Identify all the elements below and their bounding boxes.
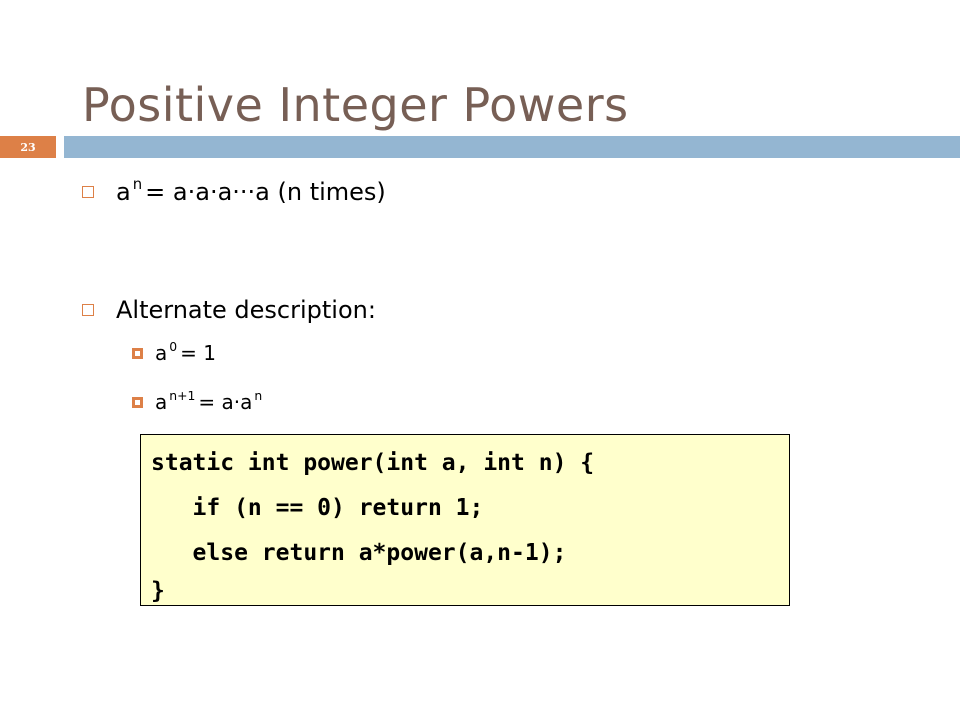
framed-square-icon: [132, 347, 143, 359]
bullet-superscript: n: [132, 174, 143, 193]
code-line: }: [151, 578, 165, 604]
hollow-square-icon: [82, 186, 94, 198]
sub-bullet-base: a: [155, 390, 168, 414]
sub-bullet-superscript: 0: [169, 338, 178, 354]
bullet-text: Alternate description:: [116, 296, 376, 324]
bullet-base: a: [116, 178, 131, 206]
sub-bullet-text: = 1: [180, 341, 216, 365]
slide-number: 23: [20, 140, 36, 154]
code-line: if (n == 0) return 1;: [151, 495, 484, 521]
slide-title: Positive Integer Powers: [82, 78, 629, 132]
title-divider-bar: [64, 136, 960, 158]
sub-bullet-base: a: [155, 341, 168, 365]
hollow-square-icon: [82, 304, 94, 316]
code-line: else return a*power(a,n-1);: [151, 540, 567, 566]
bullet-text: = a·a·a···a (n times): [145, 178, 386, 206]
sub-bullet-superscript: n+1: [169, 387, 196, 403]
code-block: static int power(int a, int n) { if (n =…: [140, 434, 790, 606]
sub-bullet-superscript-2: n: [254, 387, 263, 403]
sub-bullet-text: = a·a: [198, 390, 253, 414]
code-line: static int power(int a, int n) {: [151, 450, 595, 476]
framed-square-icon: [132, 396, 143, 408]
bullet-alternate-description: Alternate description:: [82, 296, 376, 324]
slide-number-badge: 23: [0, 136, 56, 158]
